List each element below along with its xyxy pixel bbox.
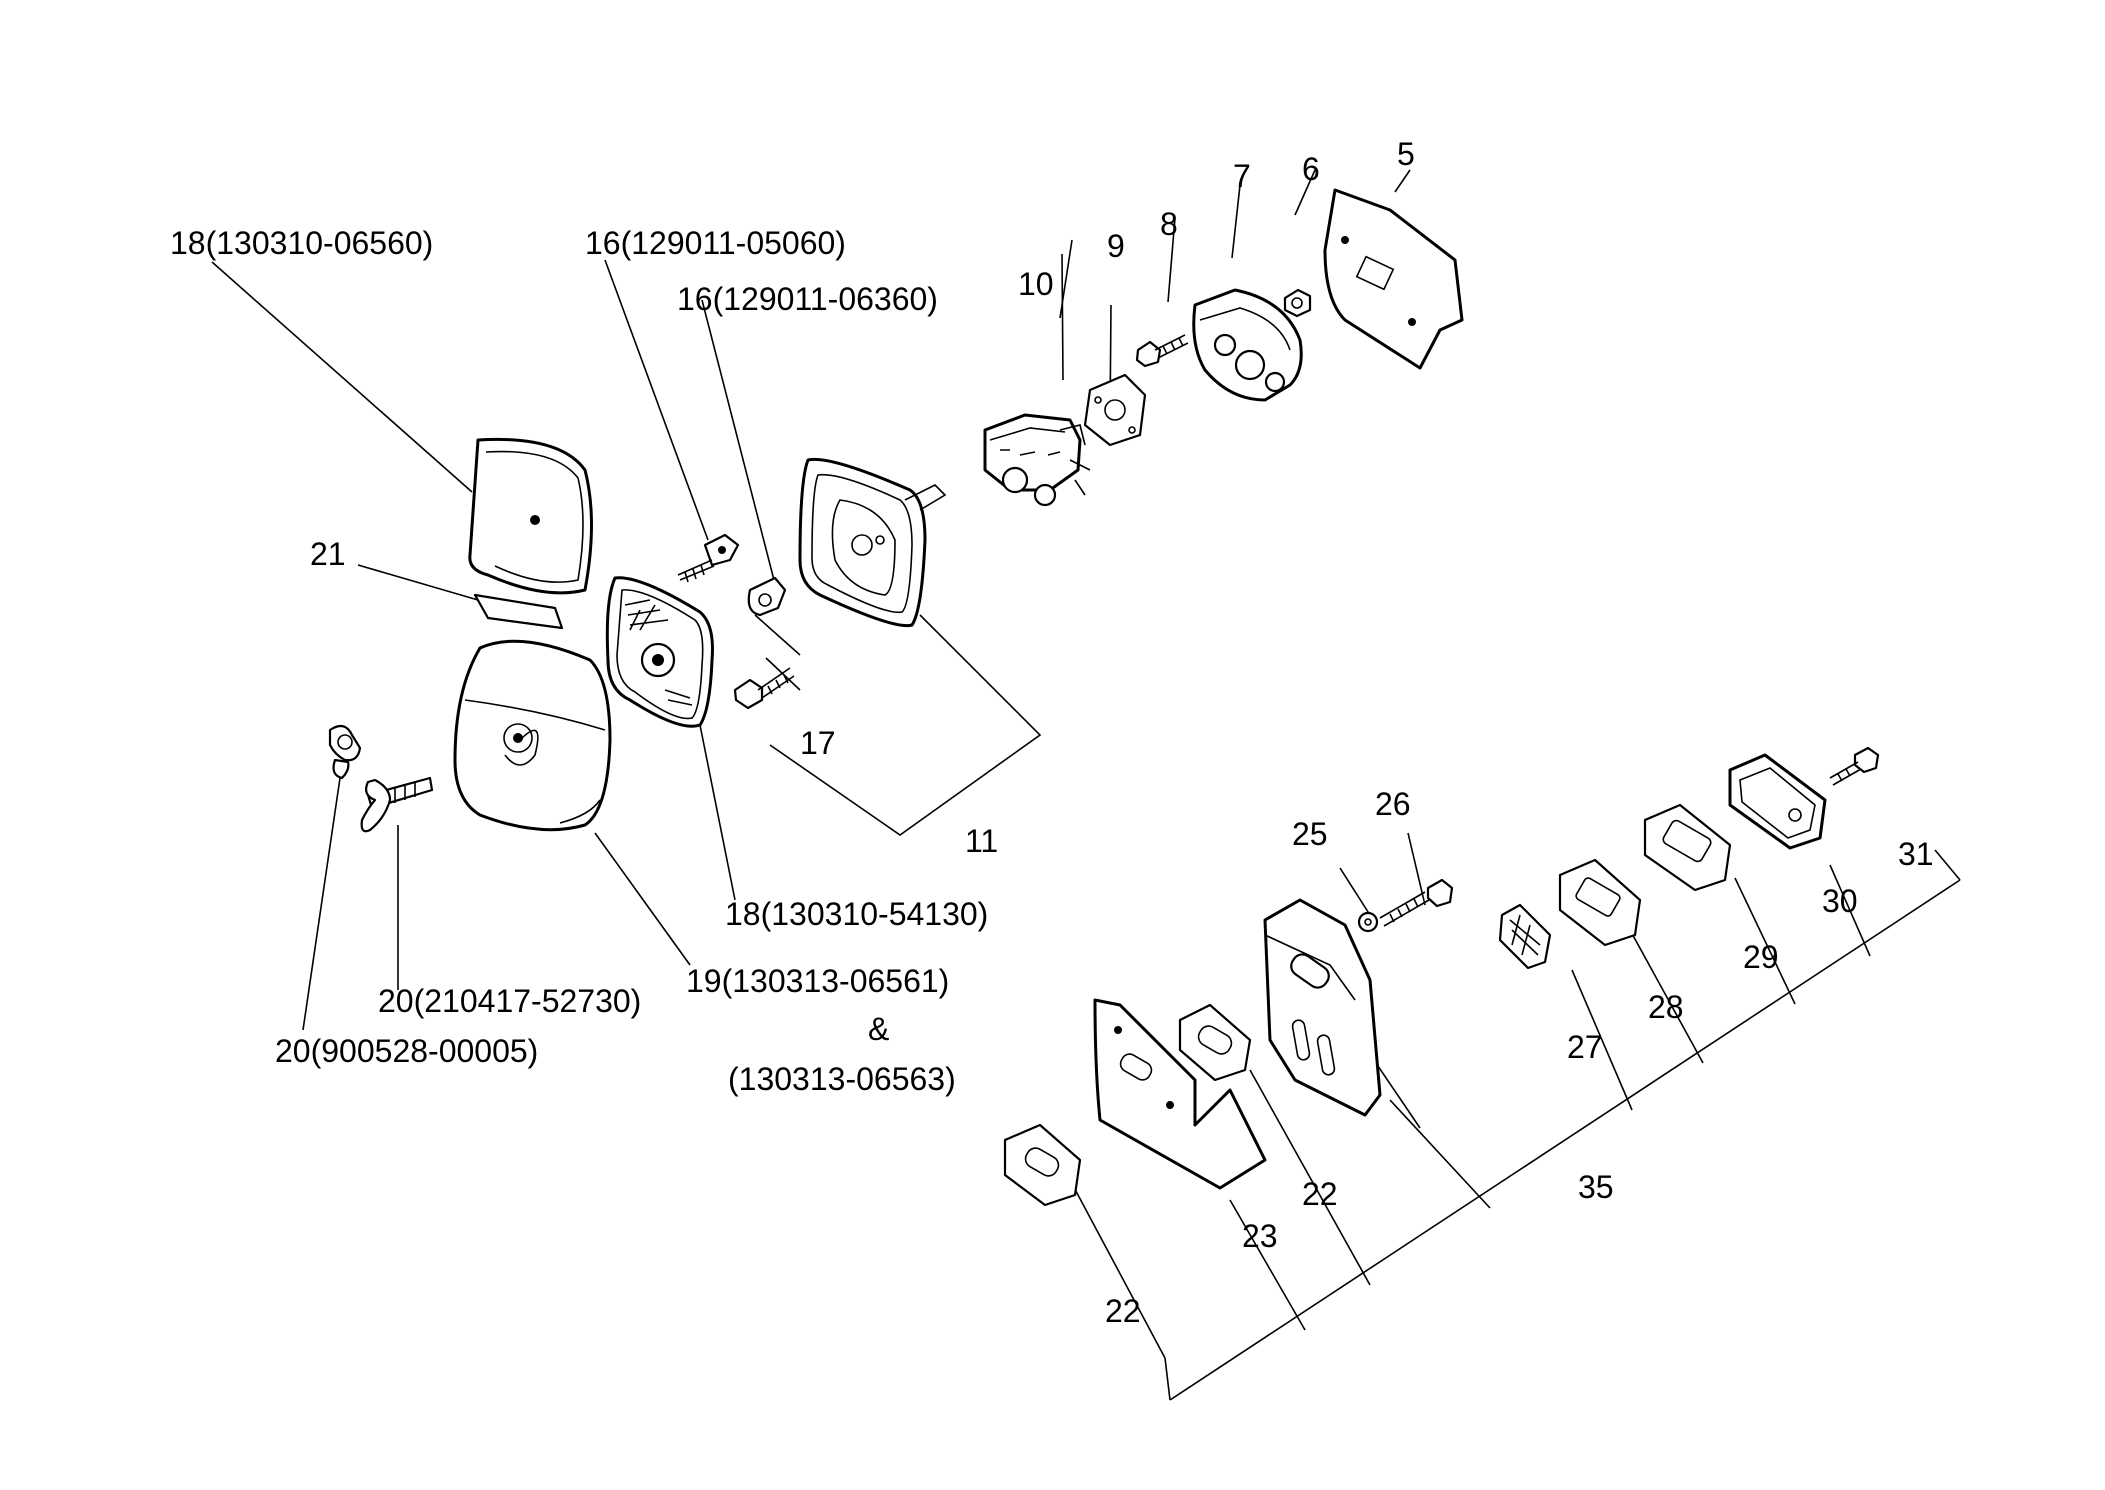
nut-6 (1283, 288, 1312, 318)
label-21: 21 (310, 536, 346, 572)
gasket-plate-5 (1323, 188, 1464, 370)
label-25: 25 (1292, 816, 1328, 852)
label-22b: 22 (1105, 1293, 1141, 1329)
label-6: 6 (1302, 151, 1320, 187)
label-11: 11 (965, 823, 998, 859)
air-cleaner-case-11 (798, 457, 947, 628)
label-27: 27 (1567, 1029, 1603, 1065)
label-22a: 22 (1302, 1176, 1338, 1212)
label-28: 28 (1648, 989, 1684, 1025)
label-19a: 19(130313-06561) (686, 963, 949, 999)
label-17: 17 (800, 725, 836, 761)
screw-31 (1829, 746, 1880, 786)
gasket-22a (1003, 1123, 1082, 1207)
leader-lines (211, 169, 1961, 1401)
screw-16a (677, 533, 740, 583)
label-29: 29 (1743, 939, 1779, 975)
label-7: 7 (1233, 158, 1251, 194)
carburetor-10 (983, 413, 1091, 507)
insulator-7 (1192, 288, 1303, 402)
gasket-22b (1178, 1003, 1252, 1082)
cover-30 (1728, 753, 1827, 850)
label-9: 9 (1107, 228, 1125, 264)
spark-screen-27 (1498, 903, 1552, 970)
label-31: 31 (1898, 836, 1934, 872)
label-20b: 20(900528-00005) (275, 1033, 538, 1069)
gasket-28 (1558, 858, 1642, 947)
label-23: 23 (1242, 1218, 1278, 1254)
air-cleaner-cover-19 (453, 639, 612, 832)
wing-nut-20b (328, 724, 362, 780)
washer-25 (1357, 911, 1379, 933)
part-labels: 5 6 7 8 9 10 11 16(129011-05060) 16(1290… (170, 136, 1934, 1329)
label-18a: 18(130310-06560) (170, 225, 433, 261)
label-5: 5 (1397, 136, 1415, 172)
plate-29 (1643, 803, 1732, 892)
bolt-17 (733, 667, 795, 710)
bolt-8 (1135, 334, 1189, 368)
wing-nut-20a (360, 776, 434, 833)
gasket-9 (1083, 373, 1147, 447)
bolt-26 (1379, 878, 1454, 927)
label-16b: 16(129011-06360) (677, 281, 938, 317)
heat-shield-23 (1093, 998, 1267, 1190)
label-10: 10 (1018, 266, 1054, 302)
label-35: 35 (1578, 1169, 1614, 1205)
label-30: 30 (1822, 883, 1858, 919)
label-18b: 18(130310-54130) (725, 896, 988, 932)
bracket-16b (747, 576, 801, 656)
label-20a: 20(210417-52730) (378, 983, 641, 1019)
label-19amp: & (868, 1011, 889, 1047)
gasket-21 (473, 593, 564, 630)
label-8: 8 (1160, 206, 1178, 242)
muffler-body (1263, 898, 1382, 1117)
filter-element-18b (605, 576, 714, 728)
filter-element-18a (468, 437, 593, 595)
label-19b: (130313-06563) (728, 1061, 956, 1097)
label-16a: 16(129011-05060) (585, 225, 846, 261)
label-26: 26 (1375, 786, 1411, 822)
